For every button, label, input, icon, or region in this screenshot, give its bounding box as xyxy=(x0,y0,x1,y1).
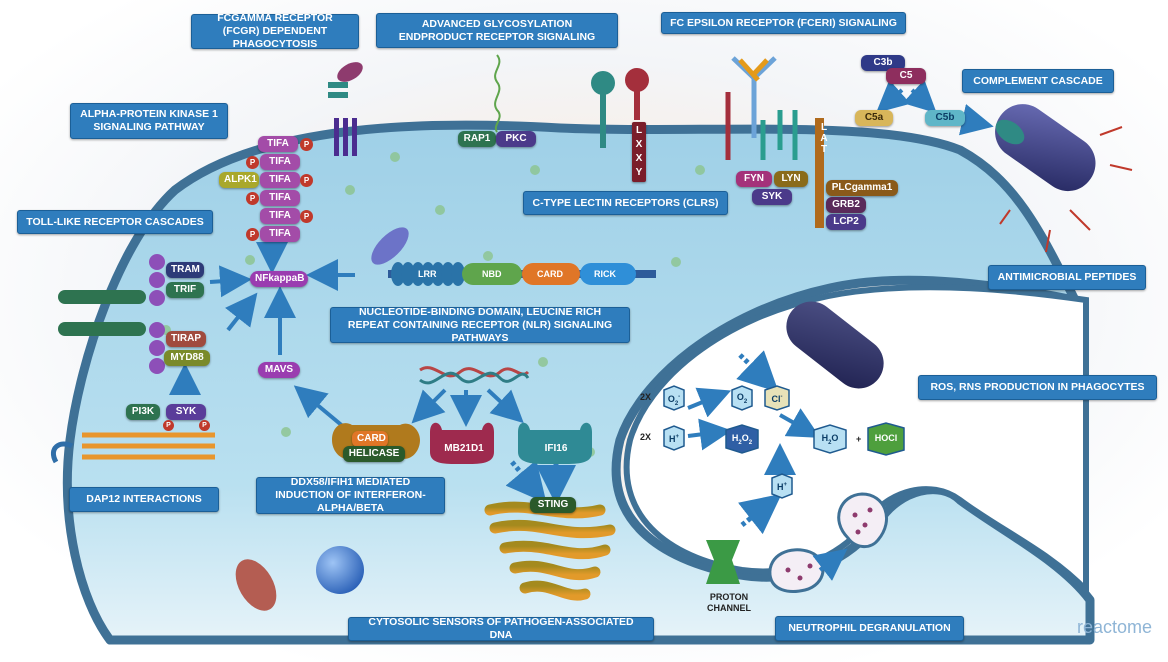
helicase-domain: HELICASE xyxy=(343,446,405,462)
bacterium-amp xyxy=(995,104,1133,253)
label-ddx58-ifih1[interactable]: DDX58/IFIH1 MEDIATED INDUCTION OF INTERF… xyxy=(256,476,445,514)
dna-helix-icon xyxy=(419,366,530,385)
phospho-tag: P xyxy=(163,420,174,431)
lat-bar xyxy=(815,118,824,228)
phospho-tag: P xyxy=(300,138,313,151)
lrr-label: LRR xyxy=(418,269,437,279)
phospho-tag: P xyxy=(246,156,259,169)
mb21d1: MB21D1 xyxy=(444,443,484,454)
c5b: C5b xyxy=(925,110,965,126)
superoxide: O2- xyxy=(667,394,681,407)
tifa-2: TIFA xyxy=(260,154,300,170)
nbd-label: NBD xyxy=(482,269,502,279)
tram: TRAM xyxy=(166,262,204,278)
hydrogen-peroxide: H2O2 xyxy=(731,433,753,446)
ifi16: IFI16 xyxy=(544,443,568,454)
label-alpk1[interactable]: ALPHA-PROTEIN KINASE 1 SIGNALING PATHWAY xyxy=(70,103,228,139)
multiplier-2x-proton: 2X xyxy=(640,432,652,442)
proton-channel-label: PROTON CHANNEL xyxy=(707,592,751,613)
label-clr[interactable]: C-TYPE LECTIN RECEPTORS (CLRS) xyxy=(523,191,728,215)
tifa-1: TIFA xyxy=(258,136,298,152)
pi3k: PI3K xyxy=(126,404,160,420)
label-fcgr[interactable]: FCGAMMA RECEPTOR (FCGR) DEPENDENT PHAGOC… xyxy=(191,12,359,50)
label-neutrophil-degranulation[interactable]: NEUTROPHIL DEGRANULATION xyxy=(775,616,964,641)
dashed-arrows xyxy=(505,350,782,535)
phospho-tag: P xyxy=(246,228,259,241)
alpk1: ALPK1 xyxy=(219,172,259,188)
nfkappab: NFkappaB xyxy=(250,271,308,287)
proton-1: H+ xyxy=(668,434,679,444)
c5a: C5a xyxy=(855,110,893,126)
tlr-purple-dots xyxy=(149,254,165,374)
trif: TRIF xyxy=(166,282,204,298)
rap1: RAP1 xyxy=(458,131,496,147)
nlr-ligand xyxy=(371,227,409,265)
fyn: FYN xyxy=(736,171,772,187)
phospho-tag: P xyxy=(300,174,313,187)
phospho-tag: P xyxy=(246,192,259,205)
fcgr-receptor-icon xyxy=(328,62,363,156)
mavs: MAVS xyxy=(258,362,300,378)
lat-label: LAT xyxy=(820,122,828,155)
label-ros-rns[interactable]: ROS, RNS PRODUCTION IN PHAGOCYTES xyxy=(918,375,1157,400)
tifa-3: TIFA xyxy=(260,172,300,188)
grb2: GRB2 xyxy=(826,197,866,213)
sting: STING xyxy=(530,497,576,513)
syk-fceri: SYK xyxy=(752,189,792,205)
tifa-6: TIFA xyxy=(260,226,300,242)
lyn: LYN xyxy=(774,171,808,187)
card-label: CARD xyxy=(537,269,563,279)
lysosome-sphere xyxy=(316,546,364,594)
ros-hexagons xyxy=(663,385,905,499)
tifa-5: TIFA xyxy=(260,208,300,224)
label-age-receptor[interactable]: ADVANCED GLYCOSYLATION ENDPRODUCT RECEPT… xyxy=(376,13,618,48)
hypochlorous-acid: HOCl xyxy=(874,433,898,443)
card-domain: CARD xyxy=(352,431,388,447)
dap12-hook xyxy=(50,441,74,464)
label-tlr-cascades[interactable]: TOLL-LIKE RECEPTOR CASCADES xyxy=(17,210,213,234)
c5: C5 xyxy=(886,68,926,84)
label-dap12[interactable]: DAP12 INTERACTIONS xyxy=(69,487,219,512)
water: H2O xyxy=(821,433,839,446)
proton-2: H+ xyxy=(776,482,787,492)
label-fceri[interactable]: FC EPSILON RECEPTOR (FCERI) SIGNALING xyxy=(661,12,906,34)
reactome-logo: reactome xyxy=(1076,617,1152,637)
tifa-4: TIFA xyxy=(260,190,300,206)
phospho-tag: P xyxy=(199,420,210,431)
lcp2: LCP2 xyxy=(826,214,866,230)
fceri-receptor-icon xyxy=(725,56,798,160)
nlr-domain-bar xyxy=(388,262,656,286)
dap12-membrane xyxy=(82,432,215,460)
phospho-tag: P xyxy=(300,210,313,223)
label-antimicrobial-peptides[interactable]: ANTIMICROBIAL PEPTIDES xyxy=(988,265,1146,290)
mb21d1-shape xyxy=(430,422,494,464)
syk-dap12: SYK xyxy=(166,404,206,420)
lxxy-motif: LXXY xyxy=(632,122,646,182)
label-nlr-signaling[interactable]: NUCLEOTIDE-BINDING DOMAIN, LEUCINE RICH … xyxy=(330,306,630,344)
tirap: TIRAP xyxy=(166,331,206,347)
multiplier-2x-superoxide: 2X xyxy=(640,392,652,402)
chloride: Cl- xyxy=(771,394,783,404)
clr-receptor-icon xyxy=(591,68,649,148)
rick-label: RICK xyxy=(594,269,616,279)
oxygen: O2 xyxy=(736,392,748,405)
pathway-arrows xyxy=(169,79,994,581)
plcgamma1: PLCgamma1 xyxy=(826,180,898,196)
proton-channel-icon xyxy=(706,540,740,584)
mitochondrion xyxy=(235,559,277,611)
myd88: MYD88 xyxy=(164,350,210,366)
c3b: C3b xyxy=(861,55,905,71)
tlr-rod-1 xyxy=(58,290,146,304)
plus-sign: + xyxy=(856,434,862,444)
rage-receptor-icon xyxy=(494,54,501,133)
ifi16-shape xyxy=(518,422,592,464)
label-complement-cascade[interactable]: COMPLEMENT CASCADE xyxy=(962,69,1114,93)
pkc: PKC xyxy=(496,131,536,147)
tlr-rod-2 xyxy=(58,322,146,336)
label-cytosolic-sensors[interactable]: CYTOSOLIC SENSORS OF PATHOGEN-ASSOCIATED… xyxy=(348,616,654,641)
bacterium-phagosome xyxy=(786,301,884,389)
